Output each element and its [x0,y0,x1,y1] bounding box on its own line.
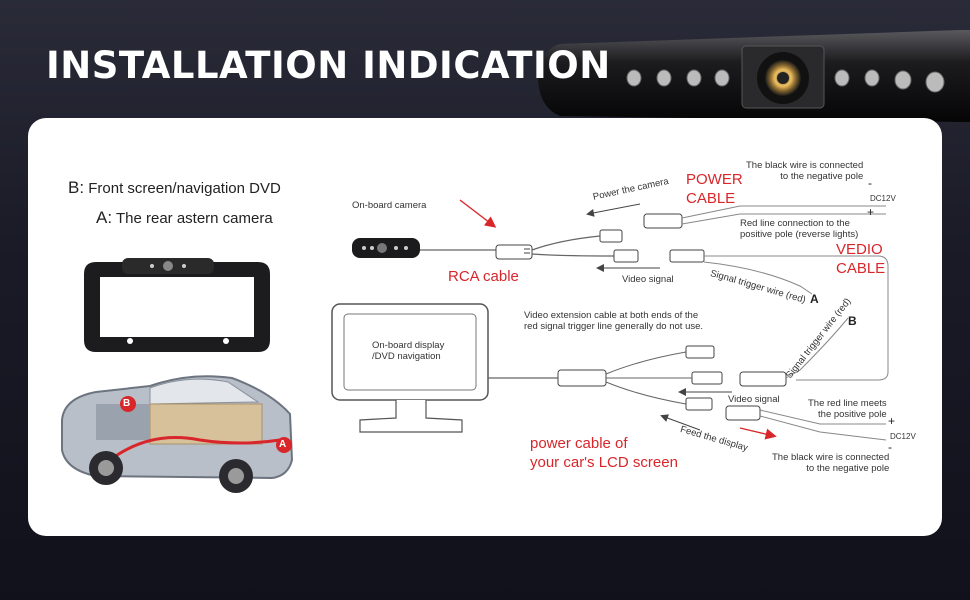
video-signal-bottom-label: Video signal [728,394,780,405]
power-cable-line1: POWER [686,171,743,188]
extension-line1: Video extension cable at both ends of th… [524,310,699,321]
marker-a-label: A [810,292,819,306]
legend-b-key: B: [68,178,85,197]
marker-b-label: B [848,314,857,328]
display-label: On-board display /DVD navigation [372,340,444,362]
page-title: INSTALLATION INDICATION [46,44,611,87]
black-wire-bottom-line1: The black wire is connected [772,452,890,463]
black-wire-top-line1: The black wire is connected [746,160,864,171]
dc12v-bottom: DC12V [890,432,916,441]
minus-top: - [868,176,872,190]
vedio-cable-line2: CABLE [836,260,886,277]
black-wire-top-line2: to the negative pole [780,171,864,182]
lcd-power-line2: your car's LCD screen [530,454,678,471]
car-marker-a [276,437,292,453]
display-line2: /DVD navigation [372,351,441,362]
lcd-power-cable-label: power cable of your car's LCD screen [530,434,678,472]
legend-a-key: A: [96,208,113,227]
car-marker-b [120,396,136,412]
onboard-camera-label: On-board camera [352,200,427,211]
plus-top: + [867,205,875,219]
legend-b: B: Front screen/navigation DVD [68,178,281,198]
red-line-line2: positive pole (reverse lights) [740,229,859,240]
plus-bottom: + [888,414,896,428]
license-frame-illustration [84,258,270,352]
red-meets-line2: the positive pole [818,409,887,420]
display-line1: On-board display [372,340,445,351]
car-marker-a-label: A [279,439,287,450]
red-line-line1: Red line connection to the [740,218,850,229]
video-signal-top-label: Video signal [622,274,674,285]
minus-bottom: - [888,440,892,454]
dc12v-top: DC12V [870,194,896,203]
extension-note: Video extension cable at both ends of th… [524,310,703,332]
legend-a-text: The rear astern camera [115,210,273,227]
red-meets-line1: The red line meets [808,398,887,409]
power-cable-line2: CABLE [686,190,736,207]
black-wire-top-label: The black wire is connected to the negat… [746,160,863,182]
lcd-power-line1: power cable of [530,435,628,452]
red-meets-label: The red line meets the positive pole [808,398,887,420]
vedio-cable-label: VEDIO CABLE [836,240,885,278]
red-line-label: Red line connection to the positive pole… [740,218,858,240]
rca-cable-label: RCA cable [448,268,519,285]
legend-a: A: The rear astern camera [96,208,273,228]
legend-b-text: Front screen/navigation DVD [88,180,281,197]
vedio-cable-line1: VEDIO [836,241,883,258]
power-cable-label: POWER CABLE [686,170,743,208]
car-cutaway-illustration [61,375,294,493]
extension-line2: red signal trigger line generally do not… [524,321,704,332]
car-marker-b-label: B [123,398,131,409]
black-wire-bottom-line2: to the negative pole [806,463,890,474]
black-wire-bottom-label: The black wire is connected to the negat… [772,452,889,474]
